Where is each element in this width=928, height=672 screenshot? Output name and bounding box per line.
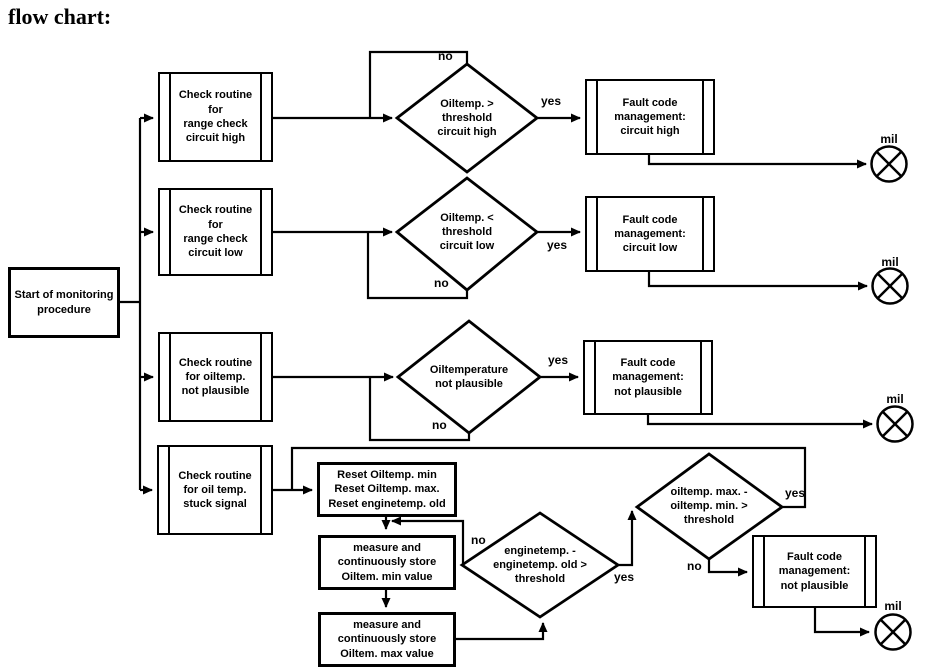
row-circuit-low-lines <box>273 227 868 300</box>
process-check-oiltemp-stuck-signal: Check routine for oil temp. stuck signal <box>157 445 273 535</box>
process-fault-code-circuit-high: Fault code management: circuit high <box>585 79 715 155</box>
decision-enginetemp-text: enginetemp. - enginetemp. old > threshol… <box>493 544 587 586</box>
decision-circuit-low-text: Oiltemp. < threshold circuit low <box>439 211 495 253</box>
decision-circuit-low-shape <box>394 176 540 292</box>
branch-label-yes: yes <box>785 486 806 500</box>
decision-enginetemp-shape <box>459 511 621 619</box>
process-check-range-circuit-low: Check routine for range check circuit lo… <box>158 188 273 276</box>
process-measure-max-value: measure and continuously store Oiltem. m… <box>318 612 456 667</box>
process-reset-values: Reset Oiltemp. min Reset Oiltemp. max. R… <box>317 462 457 517</box>
decision-not-plausible-shape <box>395 319 543 435</box>
mil-indicator-icon <box>874 613 912 651</box>
process-measure-min-value: measure and continuously store Oiltem. m… <box>318 535 456 590</box>
branch-label-yes: yes <box>614 570 635 584</box>
process-fault-code-circuit-low: Fault code management: circuit low <box>585 196 715 272</box>
decision-oiltemp-range-shape <box>634 452 785 561</box>
mil-label: mil <box>886 392 904 406</box>
mil-label: mil <box>880 132 898 146</box>
branch-label-no: no <box>471 533 486 547</box>
branch-label-no: no <box>432 418 447 432</box>
process-fault-code-not-plausible-2: Fault code management: not plausible <box>752 535 877 608</box>
mil-indicator-icon <box>876 405 914 443</box>
decision-oiltemp-range-text: oiltemp. max. - oiltemp. min. > threshol… <box>670 485 748 527</box>
branch-label-yes: yes <box>541 94 562 108</box>
row-not-plausible-lines <box>272 372 873 442</box>
branch-label-no: no <box>687 559 702 573</box>
mil-indicator-icon <box>870 145 908 183</box>
branch-label-yes: yes <box>547 238 568 252</box>
row-stuck-signal-lines <box>273 446 870 641</box>
process-fault-code-not-plausible: Fault code management: not plausible <box>583 340 713 415</box>
mil-indicator-icon <box>871 267 909 305</box>
decision-circuit-high-text: Oiltemp. > threshold circuit high <box>437 97 497 139</box>
branch-label-no: no <box>438 49 453 63</box>
decision-circuit-high-shape <box>394 62 540 174</box>
page-title: flow chart: <box>8 4 112 29</box>
start-node: Start of monitoring procedure <box>8 267 120 338</box>
mil-label: mil <box>884 599 902 613</box>
branch-label-yes: yes <box>548 353 569 367</box>
decision-not-plausible-text: Oiltemperature not plausible <box>429 363 509 390</box>
process-check-oiltemp-not-plausible: Check routine for oiltemp. not plausible <box>158 332 273 422</box>
start-branch-lines <box>120 113 154 495</box>
row-circuit-high-lines <box>273 50 867 169</box>
mil-label: mil <box>881 255 899 269</box>
process-check-range-circuit-high: Check routine for range check circuit hi… <box>158 72 273 162</box>
branch-label-no: no <box>434 276 449 290</box>
